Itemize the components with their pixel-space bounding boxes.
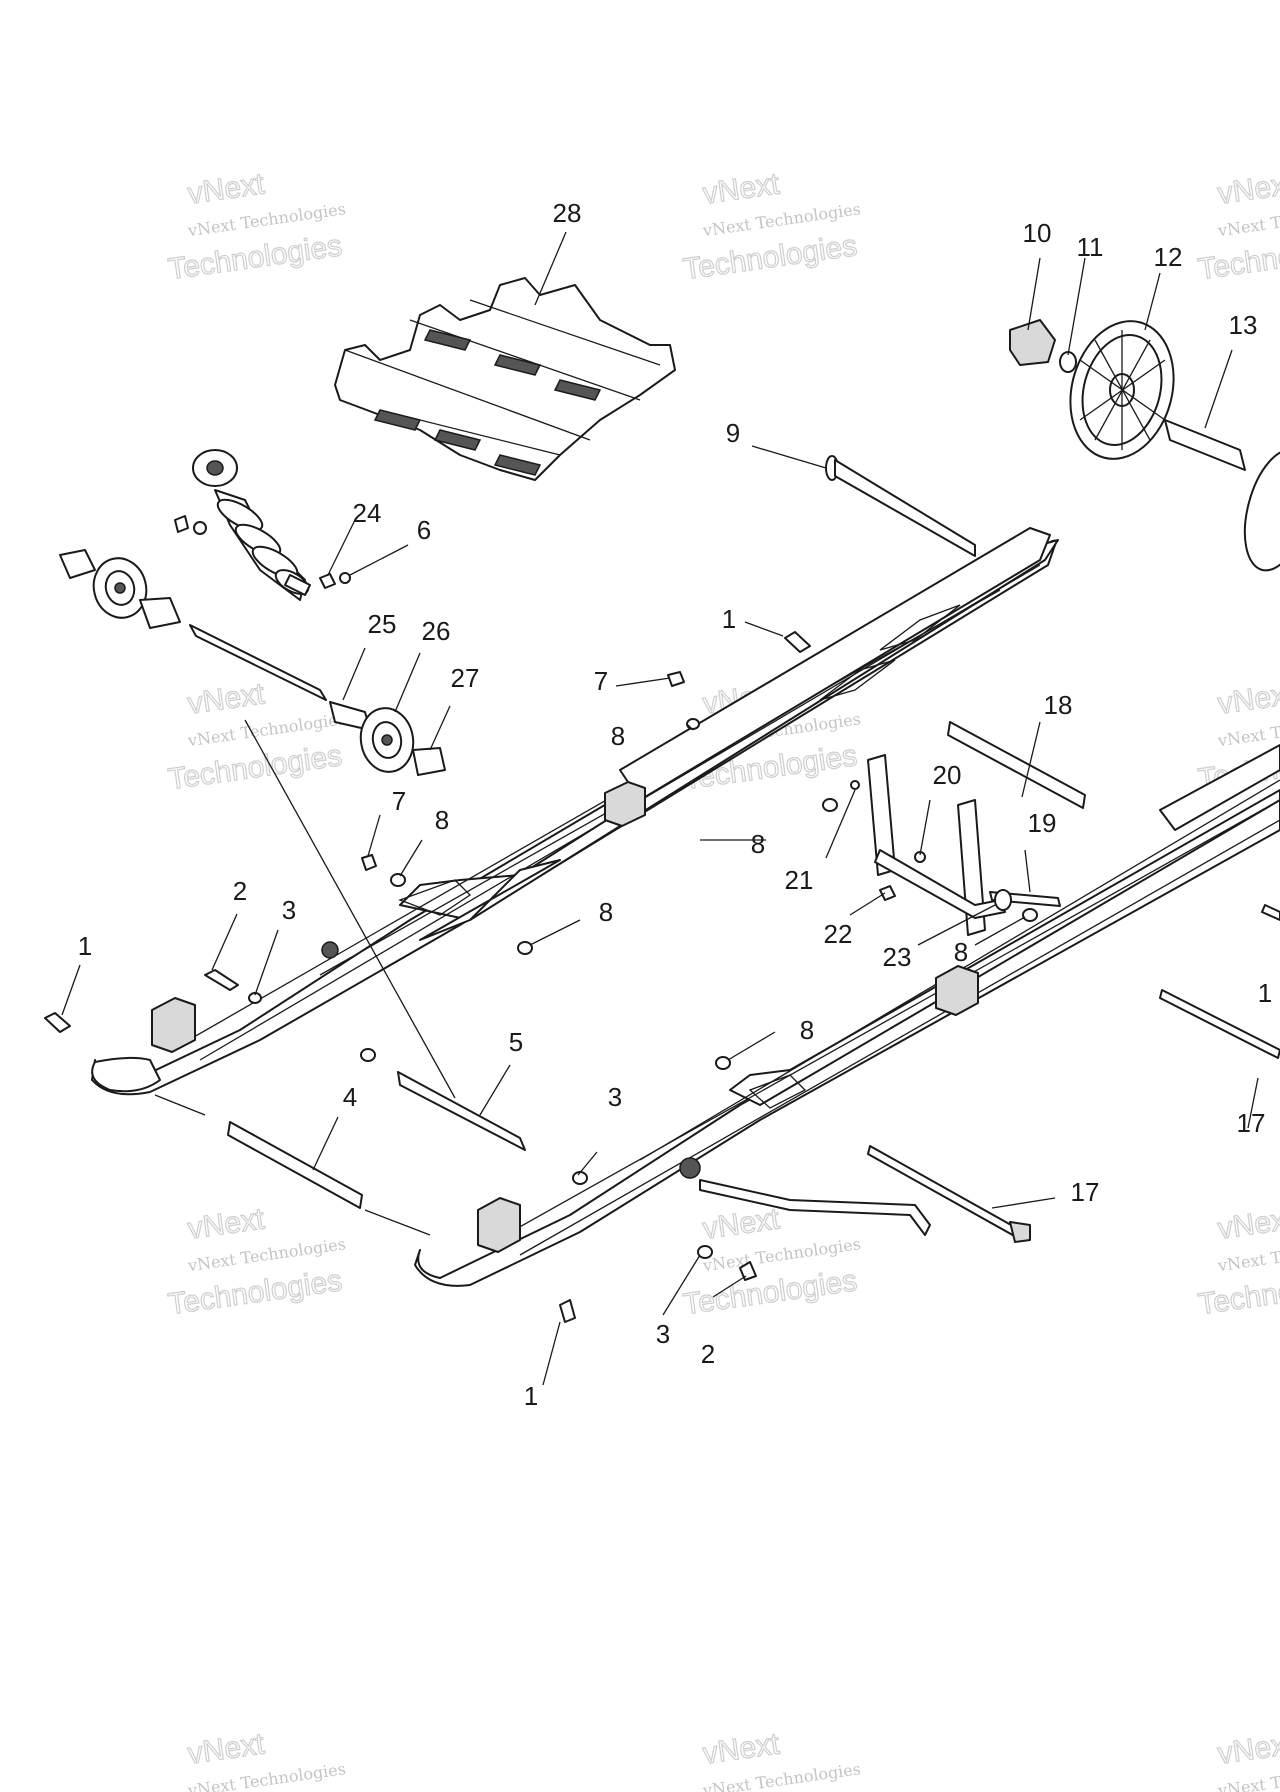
axle-5 — [397, 1071, 526, 1151]
watermark-mark: vNext — [1216, 167, 1280, 210]
watermark-line2: Technologies — [1196, 1264, 1280, 1321]
callout-2: 2 — [233, 876, 247, 906]
watermark-mark: vNext — [701, 1727, 782, 1770]
watermark-mark: vNext — [186, 1202, 267, 1245]
callout-10: 10 — [1023, 218, 1052, 248]
watermark-mark: vNext — [1216, 1727, 1280, 1770]
callout-18: 18 — [1044, 690, 1073, 720]
callout-8: 8 — [954, 937, 968, 967]
watermark-mark: vNext — [186, 677, 267, 720]
shock-absorber — [174, 449, 311, 601]
limiter-strap — [699, 1179, 931, 1236]
watermark: vNext vNext Technologies Technologies — [166, 677, 347, 797]
callout-7: 7 — [594, 666, 608, 696]
watermark: vNext vNext Technologies — [700, 1727, 862, 1792]
callout-8: 8 — [611, 721, 625, 751]
callout-1: 1 — [524, 1381, 538, 1411]
callout-28: 28 — [553, 198, 582, 228]
callout-20: 20 — [933, 760, 962, 790]
axle-4 — [227, 1121, 363, 1209]
callout-7: 7 — [392, 786, 406, 816]
callout-23: 23 — [883, 942, 912, 972]
callout-6: 6 — [417, 515, 431, 545]
callout-21: 21 — [785, 865, 814, 895]
callout-1: 1 — [1258, 978, 1272, 1008]
callout-3: 3 — [656, 1319, 670, 1349]
idler-wheels — [1009, 319, 1280, 572]
callout-8: 8 — [751, 829, 765, 859]
callout-8: 8 — [435, 805, 449, 835]
callout-24: 24 — [353, 498, 382, 528]
callout-17: 17 — [1237, 1108, 1266, 1138]
callout-labels: 28 10 11 12 13 9 24 6 25 26 27 1 7 8 18 … — [78, 198, 1272, 1411]
callout-27: 27 — [451, 663, 480, 693]
callout-3: 3 — [282, 895, 296, 925]
callout-12: 12 — [1154, 242, 1183, 272]
watermark-mark: vNext — [701, 167, 782, 210]
watermark-mark: vNext — [1216, 1202, 1280, 1245]
callout-1: 1 — [722, 604, 736, 634]
rod-17 — [867, 989, 1280, 1243]
cross-bracket — [850, 754, 1061, 936]
callout-5: 5 — [509, 1027, 523, 1057]
watermark-mark: vNext — [186, 1727, 267, 1770]
watermark: vNext vNext Technologies Technologies — [681, 167, 862, 287]
callout-17: 17 — [1071, 1177, 1100, 1207]
axle-group — [59, 549, 446, 776]
callout-8: 8 — [599, 897, 613, 927]
callout-11: 11 — [1077, 232, 1104, 262]
watermark-mark: vNext — [186, 167, 267, 210]
track-section — [334, 277, 676, 481]
callout-25: 25 — [368, 609, 397, 639]
watermark: vNext vNext Technologies — [1215, 1727, 1280, 1792]
watermark: vNext vNext Technologies Technologies — [1196, 1202, 1280, 1322]
leader-lines — [61, 231, 1259, 1386]
axle-9 — [825, 455, 976, 557]
callout-4: 4 — [343, 1082, 357, 1112]
watermark: vNext vNext Technologies Technologies — [166, 1202, 347, 1322]
callout-9: 9 — [726, 418, 740, 448]
axle-18 — [947, 721, 1086, 809]
callout-22: 22 — [824, 919, 853, 949]
callout-26: 26 — [422, 616, 451, 646]
callout-1: 1 — [78, 931, 92, 961]
callout-8: 8 — [800, 1015, 814, 1045]
right-rail — [414, 744, 1280, 1287]
callout-13: 13 — [1229, 310, 1258, 340]
callout-2: 2 — [701, 1339, 715, 1369]
watermark-mark: vNext — [701, 1202, 782, 1245]
callout-19: 19 — [1028, 808, 1057, 838]
watermark: vNext vNext Technologies Technologies — [166, 167, 347, 287]
watermark-line2: Technologies — [1196, 229, 1280, 286]
watermark: vNext vNext Technologies — [185, 1727, 347, 1792]
left-rail — [91, 527, 1059, 1096]
watermark-mark: vNext — [1216, 677, 1280, 720]
watermark: vNext vNext Technologies Technologies — [1196, 167, 1280, 287]
callout-3: 3 — [608, 1082, 622, 1112]
